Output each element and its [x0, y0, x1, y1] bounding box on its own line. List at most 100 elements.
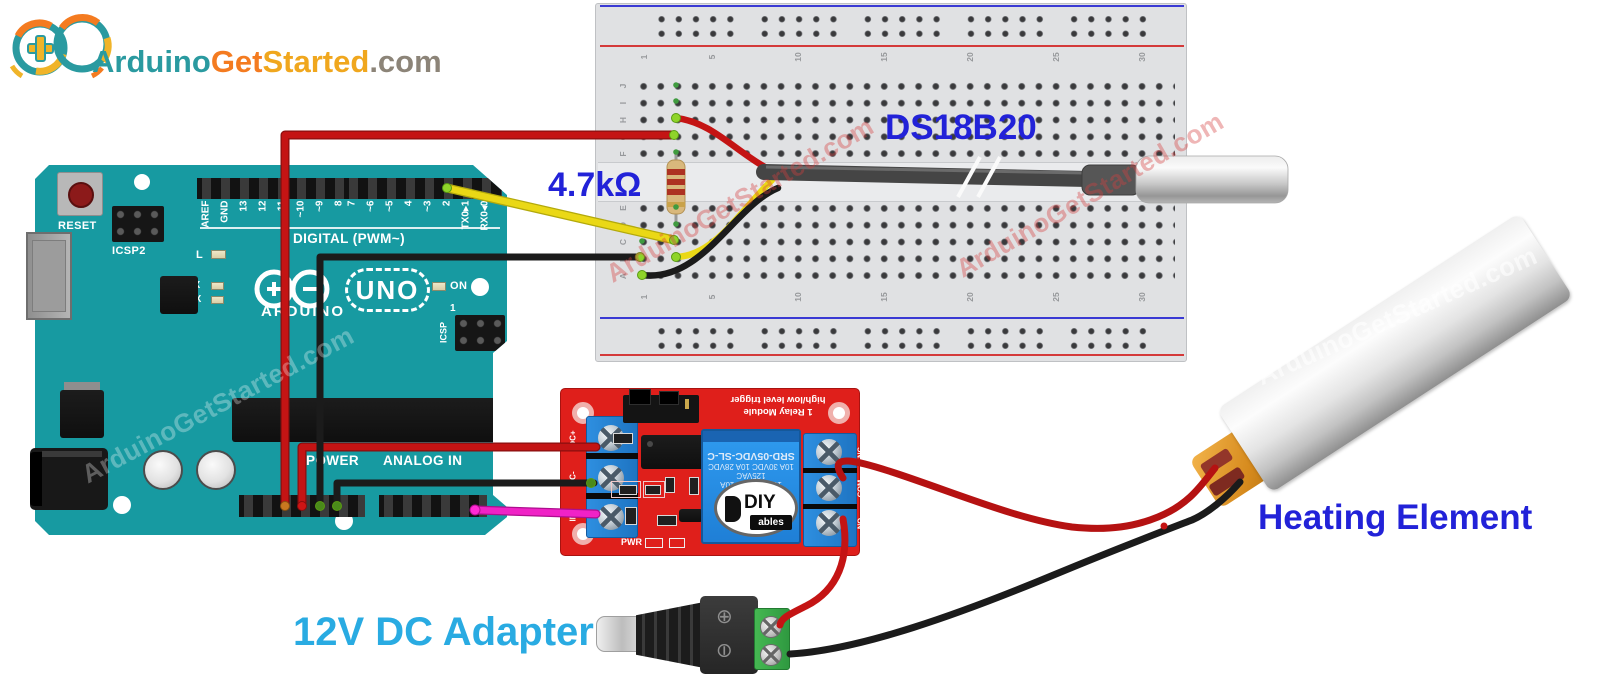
regulator-tab: [64, 382, 100, 392]
silk-outline: [669, 538, 685, 548]
wire-splice-marker: [1160, 522, 1168, 530]
pin-label-ioref: IOREF: [244, 627, 256, 659]
breadboard-top-blue-line: [600, 5, 1184, 7]
dc-plug-body: ⊕ ⊖: [700, 596, 758, 674]
relay-rating-vdc: 10A 30VDC 10A 28VDC: [708, 462, 794, 471]
relay-module: 1 Relay Module high/low level trigger DC…: [560, 388, 865, 556]
terminal-screw-nc: [816, 439, 842, 465]
icsp-label: ICSP: [438, 322, 449, 344]
smd-component: [657, 515, 677, 526]
relay-title-line2: high/low level trigger: [730, 394, 826, 405]
breadboard-bottom-red-line: [600, 354, 1184, 356]
logo-word-com: .com: [369, 44, 442, 79]
logo-word-arduino: Arduino: [92, 44, 211, 79]
icsp-pin1-label: 1: [450, 303, 456, 314]
breadboard-top-red-line: [600, 45, 1184, 47]
reset-label: RESET: [58, 220, 97, 232]
bb-col-number: 5: [707, 54, 717, 60]
pin-label-4: 4: [403, 200, 415, 207]
pin-label-3: ~3: [422, 200, 434, 212]
led-rx: [211, 296, 224, 304]
pin-label-gnd: GND: [219, 200, 231, 223]
optocoupler-ic: [641, 435, 705, 469]
smd-component: [665, 477, 675, 493]
pwr-led-label: PWR: [621, 537, 642, 547]
diyables-glyph-icon: [725, 496, 741, 522]
capacitor: [143, 450, 183, 490]
relay-model: SRD-05VDC-SL-C: [707, 450, 795, 462]
power-section-label: POWER: [306, 453, 360, 468]
ic-pin1-dot: [647, 441, 653, 447]
jumper-pin: [685, 399, 689, 409]
atmega-chip: [232, 398, 500, 442]
usb-connector-face: [32, 240, 66, 312]
pin-label-tx1: TX0▸1: [460, 200, 472, 230]
voltage-regulator: [60, 390, 104, 438]
dc-plug-strain-relief: [636, 602, 704, 668]
digital-header-left: [197, 178, 349, 199]
logo-word-get: Get: [210, 44, 263, 79]
bb-col-number: 30: [1137, 292, 1147, 302]
arduinogetstarted-logo-icon: [9, 14, 112, 79]
analog-header: [379, 495, 487, 517]
capacitor: [196, 450, 236, 490]
pin-label-rx0: RX0◂0: [479, 200, 491, 231]
bb-col-number: 1: [639, 294, 649, 300]
smd-component: [689, 477, 699, 495]
pwr-led: [645, 538, 663, 548]
bb-col-number: 10: [793, 292, 803, 302]
terminal-slot: [586, 453, 638, 459]
logo-wordmark: ArduinoGetStarted.com: [92, 44, 442, 80]
pin-label-11: ~11: [276, 200, 288, 217]
breadboard-bottom-power-rail: [653, 324, 1153, 352]
diyables-text-top: DIY: [744, 492, 776, 513]
small-ic-chip: [160, 276, 198, 314]
relay-cube: 10A 250VAC 10A 125VAC 10A 30VDC 10A 28VD…: [701, 429, 801, 544]
led-l-label: L: [196, 249, 204, 261]
usb-connector: [26, 232, 72, 320]
led-on: [432, 282, 446, 291]
smd-component: [613, 433, 633, 444]
jumper-cap: [629, 389, 651, 405]
icsp2-label: ICSP2: [112, 245, 146, 257]
led-on-label: ON: [450, 280, 468, 292]
uno-model-label: UNO: [345, 268, 430, 312]
wire-com-to-heater: [834, 457, 1219, 532]
relay-title-line1: 1 Relay Module: [743, 406, 813, 417]
power-jack-face: [30, 452, 42, 506]
bb-col-number: 25: [1051, 292, 1061, 302]
mount-hole: [134, 174, 150, 190]
minus-terminal-icon: ⊖: [712, 642, 735, 659]
icsp2-header: [112, 206, 164, 242]
reset-button: [57, 172, 103, 216]
terminal-label-dcplus: DC+: [568, 430, 578, 447]
terminal-label-no: NO: [855, 517, 865, 530]
silk-outline: [643, 481, 665, 498]
terminal-slot: [803, 504, 857, 509]
silk-outline: [611, 481, 641, 498]
digital-silk-line: [200, 227, 500, 229]
dc-terminal-screw-minus: [760, 644, 782, 666]
bb-row-letter: F: [618, 151, 628, 157]
bb-col-number: 15: [879, 52, 889, 62]
sensor-annotation: DS18B20: [885, 108, 1037, 147]
reset-button-cap: [68, 182, 94, 208]
relay-title: 1 Relay Module high/low level trigger: [699, 391, 857, 417]
breadboard-center-gap: [598, 162, 1184, 202]
pin-label-3v3: 3V3: [279, 640, 291, 659]
terminal-slot: [803, 468, 857, 473]
dc-terminal-block: [754, 608, 790, 670]
bb-col-number: 10: [793, 52, 803, 62]
relay-mount-hole: [828, 402, 850, 424]
pin-label-aref: AREF: [200, 200, 212, 228]
mount-hole: [471, 278, 489, 296]
power-jack: [30, 448, 108, 510]
relay-cube-top-edge: [703, 431, 799, 442]
diyables-text-bottom: ables: [750, 515, 792, 530]
pin-label-12: 12: [257, 200, 269, 212]
power-jack-highlight: [42, 451, 102, 457]
led-tx: [211, 282, 224, 290]
breadboard-bottom-blue-line: [600, 317, 1184, 319]
bb-col-number: 1: [639, 54, 649, 60]
